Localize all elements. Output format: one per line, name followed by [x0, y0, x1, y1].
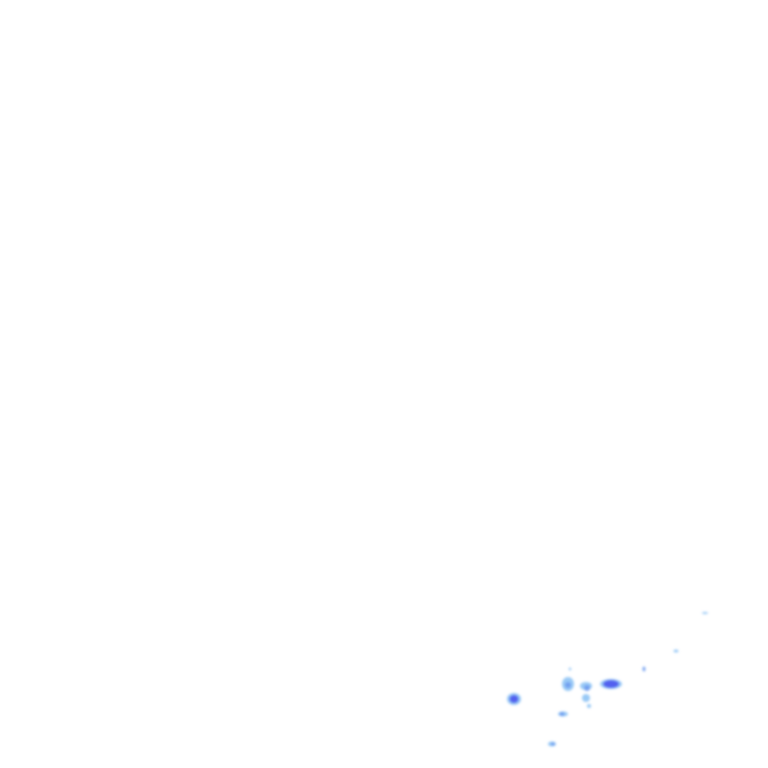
- radar-echo: [702, 612, 708, 614]
- radar-echo: [603, 680, 619, 688]
- radar-echo: [568, 667, 572, 671]
- radar-echo: [584, 685, 590, 691]
- radar-echo: [642, 666, 646, 672]
- radar-echo: [587, 704, 591, 708]
- radar-echo: [551, 742, 555, 746]
- radar-echo: [673, 649, 679, 653]
- radar-echo: [509, 695, 519, 703]
- radar-echo: [559, 712, 565, 716]
- radar-echo: [565, 682, 571, 688]
- radar-echo: [582, 694, 590, 702]
